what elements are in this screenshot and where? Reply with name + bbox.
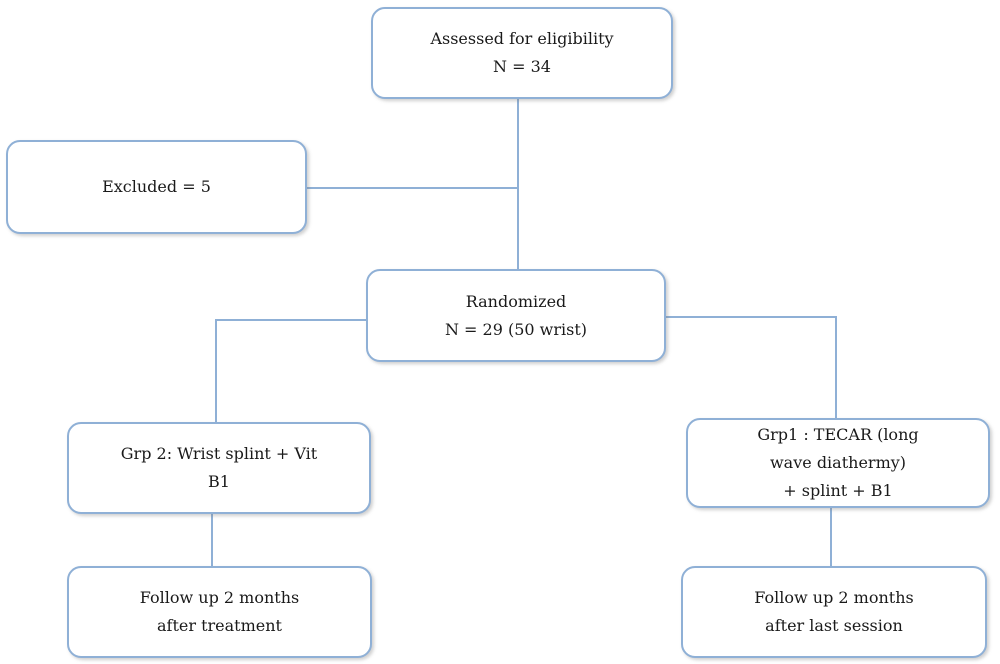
follow-up-right-box: Follow up 2 months after last session (681, 566, 987, 658)
assessed-title: Assessed for eligibility (430, 29, 614, 48)
group-2-line-1: Grp 2: Wrist splint + Vit (120, 444, 318, 463)
connector-randomized-to-grp2 (215, 319, 366, 422)
group-1-line-1: Grp1 : TECAR (long (757, 425, 919, 444)
assessed-box: Assessed for eligibility N = 34 (371, 7, 673, 99)
follow-up-right-line-1: Follow up 2 months (754, 588, 914, 607)
randomized-count: N = 29 (50 wrist) (444, 319, 588, 339)
excluded-box: Excluded = 5 (6, 140, 307, 234)
assessed-count: N = 34 (493, 57, 551, 76)
randomized-box: Randomized N = 29 (50 wrist) (366, 269, 666, 362)
group-1-line-2: wave diathermy) (769, 453, 907, 472)
randomized-title: Randomized (465, 291, 567, 311)
connector-randomized-to-grp1 (666, 316, 837, 418)
group-1-line-3: + splint + B1 (783, 481, 893, 500)
follow-up-left-box: Follow up 2 months after treatment (67, 566, 372, 658)
excluded-count: Excluded = 5 (102, 177, 211, 196)
group-2-box: Grp 2: Wrist splint + Vit B1 (67, 422, 371, 514)
group-2-line-2: B1 (208, 472, 230, 491)
follow-up-left-line-1: Follow up 2 months (139, 588, 300, 607)
follow-up-right-line-2: after last session (765, 616, 903, 635)
group-1-box: Grp1 : TECAR (long wave diathermy) + spl… (686, 418, 990, 508)
follow-up-left-line-2: after treatment (157, 616, 282, 635)
